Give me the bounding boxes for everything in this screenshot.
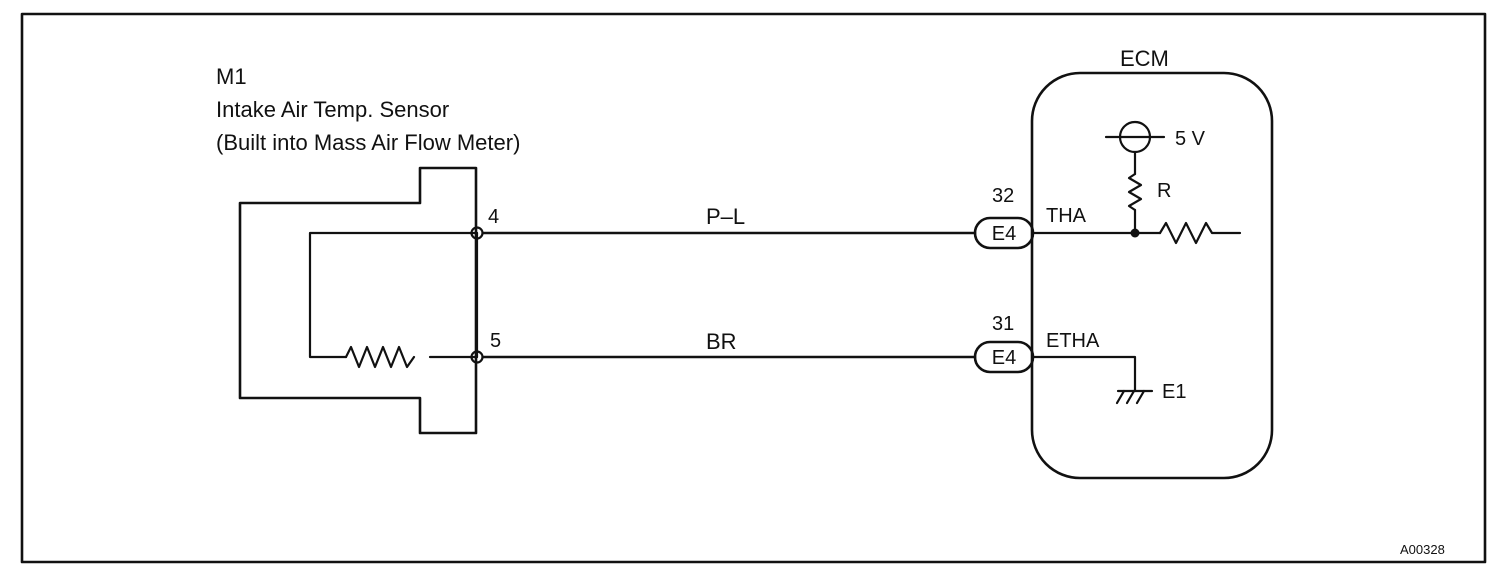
ground-icon — [1115, 389, 1154, 405]
pullup-resistor-label: R — [1157, 180, 1171, 202]
sensor-pin-5-label: 5 — [490, 330, 501, 352]
diagram-frame — [20, 12, 1487, 564]
sensor-id: M1 — [216, 64, 247, 89]
ecm-signal-tha: THA — [1046, 205, 1087, 227]
voltage-source-label: 5 V — [1175, 128, 1206, 150]
sensor-internal-wire — [308, 231, 479, 359]
ground-label: E1 — [1162, 381, 1186, 403]
ecm-signal-etha: ETHA — [1046, 330, 1100, 352]
ecm-connector-31-label: E4 — [992, 347, 1016, 369]
pullup-resistor-icon — [1127, 172, 1143, 212]
ecm-box — [1030, 71, 1274, 480]
sensor-housing — [238, 166, 478, 435]
ecm-connector-32-label: E4 — [992, 223, 1016, 245]
ecm-internal-resistor-icon — [1158, 221, 1242, 245]
etha-internal-wire — [1031, 355, 1137, 393]
figure-code: A00328 — [1400, 542, 1445, 557]
thermistor-resistor-icon — [344, 345, 416, 369]
ecm-pin-32-label: 32 — [992, 185, 1014, 207]
sensor-name: Intake Air Temp. Sensor — [216, 97, 449, 122]
ecm-title: ECM — [1120, 46, 1169, 71]
sensor-note: (Built into Mass Air Flow Meter) — [216, 130, 520, 155]
wire-br-color: BR — [706, 329, 737, 354]
ecm-pin-31-label: 31 — [992, 313, 1014, 335]
sensor-pin-4-label: 4 — [488, 206, 499, 228]
wire-p-l-color: P–L — [706, 204, 745, 229]
